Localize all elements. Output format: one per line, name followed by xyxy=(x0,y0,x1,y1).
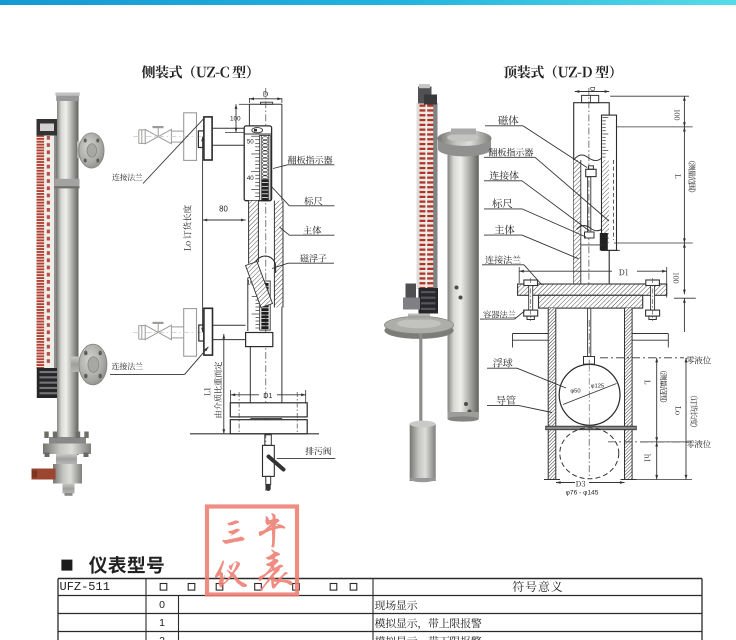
svg-text:0: 0 xyxy=(159,599,165,611)
svg-text:D1: D1 xyxy=(263,391,272,400)
svg-text:100: 100 xyxy=(230,115,241,122)
svg-text:UFZ-511: UFZ-511 xyxy=(60,580,110,594)
svg-text:2: 2 xyxy=(159,635,165,640)
svg-text:10: 10 xyxy=(247,279,254,286)
svg-text:80: 80 xyxy=(219,205,228,214)
svg-text:φ76 - φ145: φ76 - φ145 xyxy=(566,490,599,497)
svg-text:D: D xyxy=(588,87,595,92)
svg-text:D: D xyxy=(263,90,269,99)
svg-text:φ50: φ50 xyxy=(570,389,580,395)
svg-text:φ125: φ125 xyxy=(591,384,604,390)
svg-text:40: 40 xyxy=(247,175,254,182)
svg-text:50: 50 xyxy=(247,139,254,146)
svg-text:1: 1 xyxy=(159,617,165,629)
